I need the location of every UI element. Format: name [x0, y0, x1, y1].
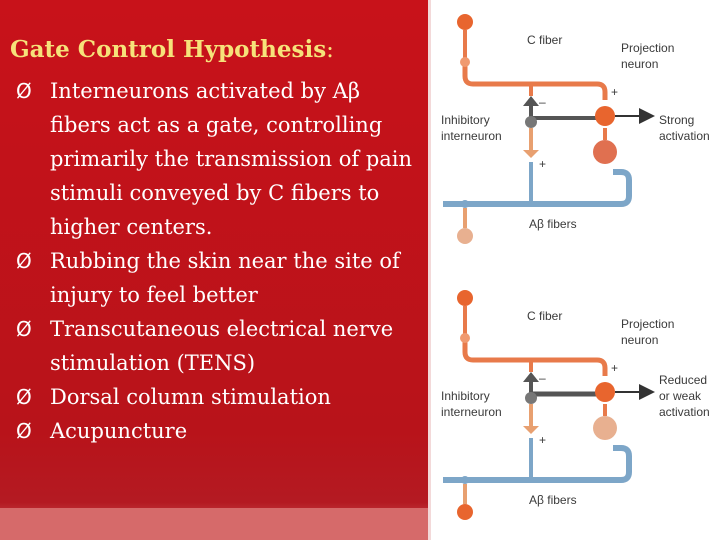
activation-label-1: Strong — [659, 113, 694, 127]
c-fiber-node-icon — [460, 57, 470, 67]
projection-neuron-icon — [595, 382, 615, 402]
panel-divider — [428, 0, 431, 540]
projection-neuron-label-1: Projection — [621, 41, 674, 55]
bullet-item: Ø Acupuncture — [16, 414, 426, 448]
activation-label-2: or weak — [659, 389, 702, 403]
diagram-bottom: C fiber Projection neuron Inhibitory int… — [441, 290, 710, 520]
c-fiber-axon — [462, 338, 608, 376]
ab-fibers-label: Aβ fibers — [529, 217, 577, 231]
ab-fiber-neuron-icon — [457, 504, 473, 520]
projection-neuron-label-1: Projection — [621, 317, 674, 331]
gate-control-diagram: C fiber Projection neuron Inhibitory int… — [431, 0, 720, 540]
plus-sign-bottom: + — [539, 433, 546, 447]
bullet-arrow-icon: Ø — [16, 317, 32, 341]
bullet-item: Ø Transcutaneous electrical nerve stimula… — [16, 312, 426, 380]
bullet-item: Ø Dorsal column stimulation — [16, 380, 426, 414]
c-fiber-axon — [462, 62, 608, 100]
bullet-list: Ø Interneurons activated by Aβ fibers act… — [16, 74, 426, 448]
ab-fiber-axon — [443, 169, 632, 207]
plus-sign-bottom: + — [539, 157, 546, 171]
bullet-arrow-icon: Ø — [16, 79, 32, 103]
inhibitory-label-1: Inhibitory — [441, 389, 490, 403]
bullet-arrow-icon: Ø — [16, 419, 32, 443]
bullet-item: Ø Interneurons activated by Aβ fibers act… — [16, 74, 426, 244]
diagram-top: C fiber Projection neuron Inhibitory int… — [441, 14, 710, 244]
activation-label-1: Reduced — [659, 373, 707, 387]
ab-fibers-label: Aβ fibers — [529, 493, 577, 507]
bullet-text: Transcutaneous electrical nerve stimulat… — [50, 317, 394, 375]
c-fiber-neuron-icon — [457, 14, 473, 30]
c-fiber-neuron-icon — [457, 290, 473, 306]
projection-neuron-label-2: neuron — [621, 57, 658, 71]
bullet-arrow-icon: Ø — [16, 385, 32, 409]
projection-neuron-label-2: neuron — [621, 333, 658, 347]
slide-title-text: Gate Control Hypothesis — [10, 36, 327, 63]
bullet-item: Ø Rubbing the skin near the site of injur… — [16, 244, 426, 312]
bullet-text: Interneurons activated by Aβ fibers act … — [50, 79, 413, 239]
ab-fiber-axon — [443, 445, 632, 483]
slide-title: Gate Control Hypothesis: — [10, 36, 334, 63]
inhibitory-interneuron-icon — [525, 116, 537, 128]
interneuron-synapse-icon — [523, 426, 539, 434]
inhibitory-label-2: interneuron — [441, 129, 502, 143]
bullet-arrow-icon: Ø — [16, 249, 32, 273]
minus-sign: – — [539, 371, 546, 385]
projection-neuron-icon — [595, 106, 615, 126]
inhibitory-label-2: interneuron — [441, 405, 502, 419]
inhibitory-synapse-icon — [523, 96, 539, 106]
slide-title-colon: : — [326, 37, 334, 63]
activation-label-2: activation — [659, 129, 710, 143]
c-fiber-node-icon — [460, 333, 470, 343]
plus-sign-top: + — [611, 85, 618, 99]
ab-fiber-node-icon — [461, 200, 469, 208]
ab-fiber-node-icon — [461, 476, 469, 484]
bullet-text: Rubbing the skin near the site of injury… — [50, 249, 400, 307]
projection-neuron-body-icon — [593, 140, 617, 164]
plus-sign-top: + — [611, 361, 618, 375]
activation-label-3: activation — [659, 405, 710, 419]
inhibitory-synapse-icon — [523, 372, 539, 382]
bullet-text: Acupuncture — [50, 419, 188, 443]
inhibitory-interneuron-icon — [525, 392, 537, 404]
diagram-svg: C fiber Projection neuron Inhibitory int… — [441, 14, 710, 520]
c-fiber-label: C fiber — [527, 309, 562, 323]
minus-sign: – — [539, 95, 546, 109]
projection-neuron-body-icon — [593, 416, 617, 440]
ab-fiber-neuron-icon — [457, 228, 473, 244]
inhibitory-label-1: Inhibitory — [441, 113, 490, 127]
c-fiber-label: C fiber — [527, 33, 562, 47]
left-panel — [0, 0, 428, 540]
bottom-band — [0, 508, 428, 540]
interneuron-synapse-icon — [523, 150, 539, 158]
bullet-text: Dorsal column stimulation — [50, 385, 331, 409]
